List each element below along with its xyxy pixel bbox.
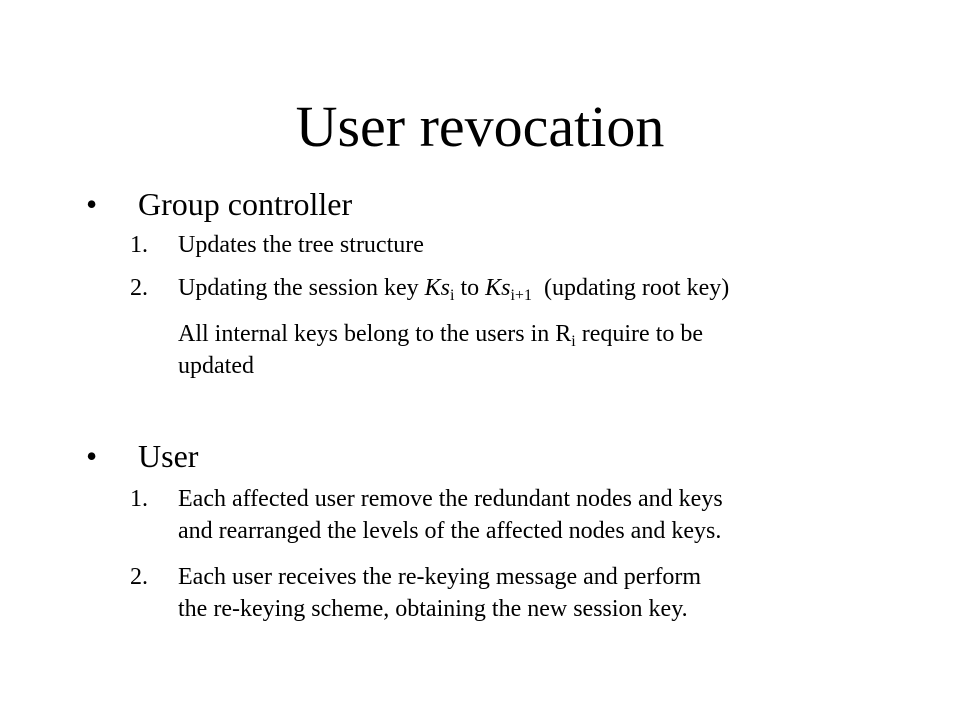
bullet-dot: • bbox=[86, 438, 98, 474]
item-number: 1. bbox=[130, 486, 148, 512]
item-text: All internal keys belong to the users in… bbox=[178, 321, 704, 350]
item-text: the re-keying scheme, obtaining the new … bbox=[178, 596, 688, 622]
item-number: 2. bbox=[130, 275, 148, 301]
bullet-dot: • bbox=[86, 186, 98, 222]
item-text: Each user receives the re-keying message… bbox=[178, 564, 702, 590]
item-text: and rearranged the levels of the affecte… bbox=[178, 518, 722, 544]
item-text: Updating the session key Ksi to Ksi+1 (u… bbox=[178, 275, 730, 304]
item-text: updated bbox=[178, 353, 254, 379]
slide-title: User revocation bbox=[295, 94, 665, 159]
bullet-label: User bbox=[138, 438, 199, 474]
item-text: Each affected user remove the redundant … bbox=[178, 486, 723, 512]
item-number: 1. bbox=[130, 232, 148, 258]
bullet-label: Group controller bbox=[138, 186, 353, 222]
item-text: Updates the tree structure bbox=[178, 232, 424, 258]
item-number: 2. bbox=[130, 564, 148, 590]
